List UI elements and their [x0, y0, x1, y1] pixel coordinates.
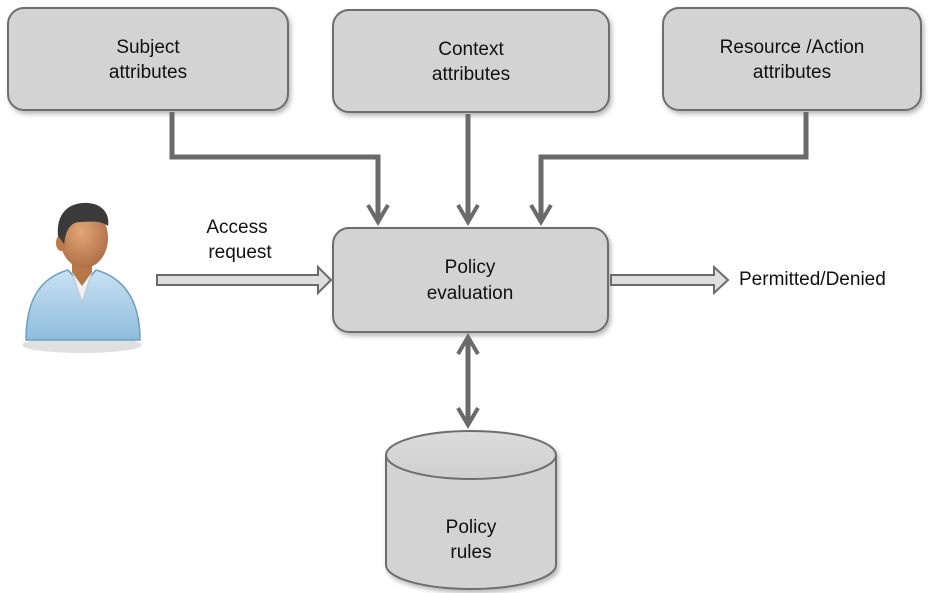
policy-rules-line1: Policy	[446, 517, 497, 538]
policy-evaluation-line1: Policy	[445, 257, 496, 278]
access-request-label-line1: Access	[206, 217, 267, 238]
policy-rules-line2: rules	[450, 542, 491, 563]
subject-to-policy-arrow	[169, 112, 390, 226]
context-attributes-box: Context attributes	[332, 9, 610, 113]
subject-attributes-line2: attributes	[109, 62, 187, 83]
context-to-policy-arrow	[456, 114, 480, 226]
resource-action-attributes-line1: Resource /Action	[720, 37, 865, 58]
outcome-label: Permitted/Denied	[739, 269, 886, 290]
context-attributes-line1: Context	[438, 39, 504, 60]
access-request-arrow	[156, 264, 333, 296]
resource-action-attributes-line2: attributes	[753, 62, 831, 83]
subject-attributes-line1: Subject	[116, 37, 180, 58]
user-icon	[22, 202, 142, 353]
resource-to-policy-arrow	[529, 112, 809, 226]
policy-rules-cylinder	[385, 430, 557, 590]
policy-evaluation-line2: evaluation	[427, 283, 514, 304]
outcome-arrow	[610, 264, 730, 296]
policy-evaluation-box: Policy evaluation	[332, 227, 609, 333]
policy-rules-bidirectional-arrow	[456, 333, 480, 429]
context-attributes-line2: attributes	[432, 64, 510, 85]
resource-action-attributes-box: Resource /Action attributes	[662, 7, 922, 111]
access-request-label-line2: request	[208, 242, 272, 263]
subject-attributes-box: Subject attributes	[7, 7, 289, 111]
